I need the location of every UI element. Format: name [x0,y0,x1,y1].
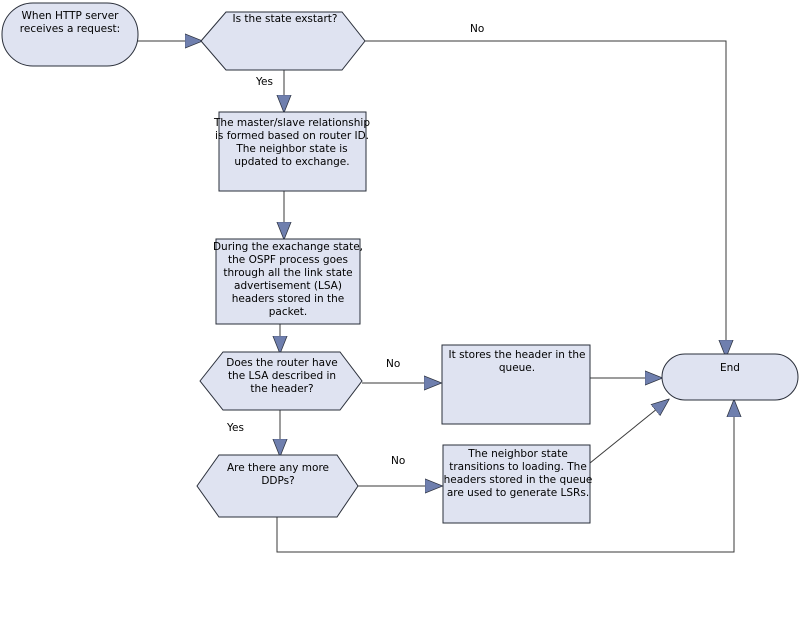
edge-ddps-to-end-bottom [276,401,734,553]
start-label: When HTTP server receives a request: [19,10,121,35]
end-terminator [661,353,799,401]
process-exchange-label: During the exachange state, the OSPF pro… [212,241,364,318]
decision-ddps-label: Are there any more DDPs? [226,462,330,487]
process-loading-box [442,444,591,524]
decision-state-shape [200,11,366,71]
decision-lsa-shape [199,351,363,411]
shapes [1,2,799,524]
process-master-slave-box [218,111,367,192]
edge-label-lsa-yes: Yes [227,422,244,434]
edge-label-state-no: No [470,23,485,35]
process-loading-label: The neighbor state transitions to loadin… [443,448,593,499]
edge-state-no-to-end [363,40,726,356]
start-terminator [1,2,139,67]
decision-ddps-shape [196,454,359,518]
edge-label-lsa-no: No [386,358,401,370]
edge-loading-to-end [589,400,668,464]
process-queue-label: It stores the header in the queue. [448,349,586,374]
edge-label-ddps-no: No [391,455,406,467]
end-label: End [720,362,740,374]
process-queue-box [441,344,591,425]
process-exchange-box [215,238,361,325]
decision-state-label: Is the state exstart? [232,13,338,25]
decision-lsa-label: Does the router have the LSA described i… [226,357,338,395]
edge-label-state-yes: Yes [256,76,273,88]
process-master-slave-label: The master/slave relationship is formed … [214,117,370,168]
